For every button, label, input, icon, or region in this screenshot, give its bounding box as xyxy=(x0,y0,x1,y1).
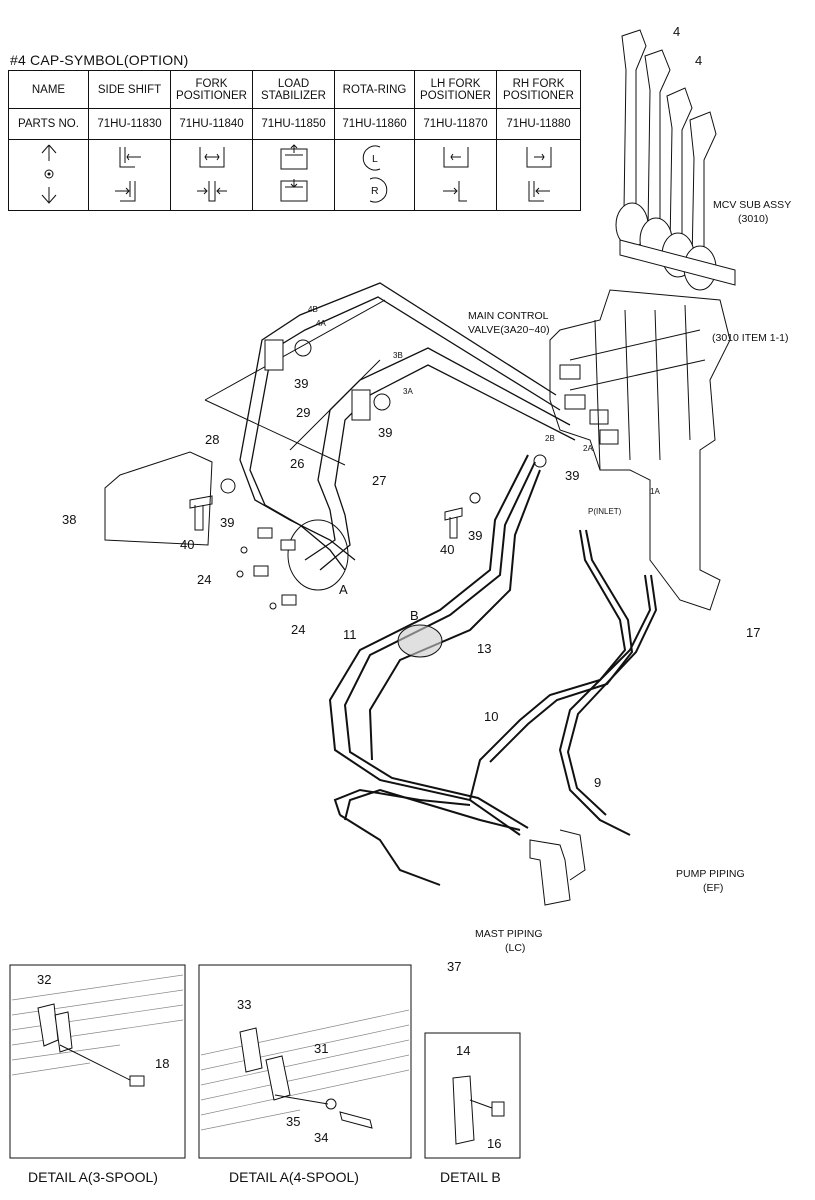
cap-symbol-title: #4 CAP-SYMBOL(OPTION) xyxy=(10,52,189,68)
callout-34: 34 xyxy=(314,1130,328,1145)
callout-39: 39 xyxy=(294,376,308,391)
callout-28: 28 xyxy=(205,432,219,447)
callout-16: 16 xyxy=(487,1136,501,1151)
callout-26: 26 xyxy=(290,456,304,471)
detail-a-3-spool-box xyxy=(9,964,186,1159)
callout-10: 10 xyxy=(484,709,498,724)
fork-positioner-symbol-icon xyxy=(170,139,253,211)
lh-fork-positioner-symbol-icon xyxy=(414,139,497,211)
callout-24: 24 xyxy=(291,622,305,637)
detail-a-4-spool-box xyxy=(198,964,412,1159)
rh-fork-positioner-symbol-icon xyxy=(496,139,581,211)
col-name: FORK POSITIONER xyxy=(170,70,253,109)
callout-4: 4 xyxy=(695,53,702,68)
callout-18: 18 xyxy=(155,1056,169,1071)
port-1a: 1A xyxy=(650,487,660,496)
callout-29: 29 xyxy=(296,405,310,420)
name-row: NAME SIDE SHIFT FORK POSITIONER LOAD STA… xyxy=(8,70,581,109)
symbol-row: L R xyxy=(8,139,581,211)
callout-35: 35 xyxy=(286,1114,300,1129)
detail-a-3-spool-caption: DETAIL A(3-SPOOL) xyxy=(28,1169,158,1185)
callout-39: 39 xyxy=(468,528,482,543)
part-number: 71HU-11870 xyxy=(414,108,497,140)
pipe-29 xyxy=(249,296,561,571)
pipe-27 xyxy=(319,364,576,571)
detail-b-caption: DETAIL B xyxy=(440,1169,501,1185)
part-number: 71HU-11860 xyxy=(334,108,415,140)
callout-39: 39 xyxy=(378,425,392,440)
detail-a-4-spool-caption: DETAIL A(4-SPOOL) xyxy=(229,1169,359,1185)
col-name: LH FORK POSITIONER xyxy=(414,70,497,109)
part-number: 71HU-11830 xyxy=(88,108,171,140)
callout-31: 31 xyxy=(314,1041,328,1056)
callout-39: 39 xyxy=(565,468,579,483)
callout-33: 33 xyxy=(237,997,251,1012)
hose-11 xyxy=(328,454,529,836)
part-number: 71HU-11850 xyxy=(252,108,335,140)
row-header-parts-no: PARTS NO. xyxy=(8,108,89,140)
svg-text:R: R xyxy=(371,185,379,197)
callout-27: 27 xyxy=(372,473,386,488)
pump-piping-label: PUMP PIPING xyxy=(676,868,745,880)
callout-9: 9 xyxy=(594,775,601,790)
svg-text:L: L xyxy=(372,153,378,165)
col-name: SIDE SHIFT xyxy=(88,70,171,109)
detail-b-marker xyxy=(397,624,443,658)
callout-40: 40 xyxy=(180,537,194,552)
callout-38: 38 xyxy=(62,512,76,527)
port-3b: 3B xyxy=(393,351,403,360)
main-control-valve xyxy=(549,289,731,611)
item-ref-label: (3010 ITEM 1-1) xyxy=(712,332,788,344)
arrow-symbol-icon xyxy=(8,139,89,211)
col-name: ROTA-RING xyxy=(334,70,415,109)
mcv-sub-assy-label: (3010) xyxy=(738,213,768,225)
row-header-name: NAME xyxy=(8,70,89,109)
banjo-fitting xyxy=(351,389,371,421)
port-4a: 4A xyxy=(316,319,326,328)
mcv-sub-assy-label: MCV SUB ASSY xyxy=(713,199,791,211)
side-shift-symbol-icon xyxy=(88,139,171,211)
main-valve-label: VALVE(3A20~40) xyxy=(468,324,550,336)
banjo-fitting xyxy=(264,339,284,371)
parts-no-row: PARTS NO. 71HU-11830 71HU-11840 71HU-118… xyxy=(8,108,581,140)
mast-piping-label: MAST PIPING xyxy=(475,928,543,940)
port-3a: 3A xyxy=(403,387,413,396)
callout-11: 11 xyxy=(343,627,357,642)
callout-14: 14 xyxy=(456,1043,470,1058)
mcv-sub-assy xyxy=(615,29,736,291)
callout-4: 4 xyxy=(673,24,680,39)
port-4b: 4B xyxy=(308,305,318,314)
inlet-label: P(INLET) xyxy=(588,507,622,516)
mast-piping-label: (LC) xyxy=(505,942,525,954)
detail-a-letter: A xyxy=(339,582,348,597)
main-valve-label: MAIN CONTROL xyxy=(468,310,549,322)
pump-piping-label: (EF) xyxy=(703,882,723,894)
callout-13: 13 xyxy=(477,641,491,656)
pipe-26 xyxy=(304,347,571,561)
col-name: RH FORK POSITIONER xyxy=(496,70,581,109)
detail-b-letter: B xyxy=(410,608,419,623)
hose-9 xyxy=(558,574,652,836)
callout-40: 40 xyxy=(440,542,454,557)
cover-plate-38 xyxy=(104,451,213,546)
port-2a: 2A xyxy=(583,444,593,453)
callout-24: 24 xyxy=(197,572,211,587)
port-2b: 2B xyxy=(545,434,555,443)
callout-37: 37 xyxy=(447,959,461,974)
callout-39: 39 xyxy=(220,515,234,530)
callout-32: 32 xyxy=(37,972,51,987)
callout-17: 17 xyxy=(746,625,760,640)
pipe-28 xyxy=(239,282,557,561)
cap-symbol-table: NAME SIDE SHIFT FORK POSITIONER LOAD STA… xyxy=(8,70,581,211)
part-number: 71HU-11880 xyxy=(496,108,581,140)
hose-13 xyxy=(368,469,541,761)
